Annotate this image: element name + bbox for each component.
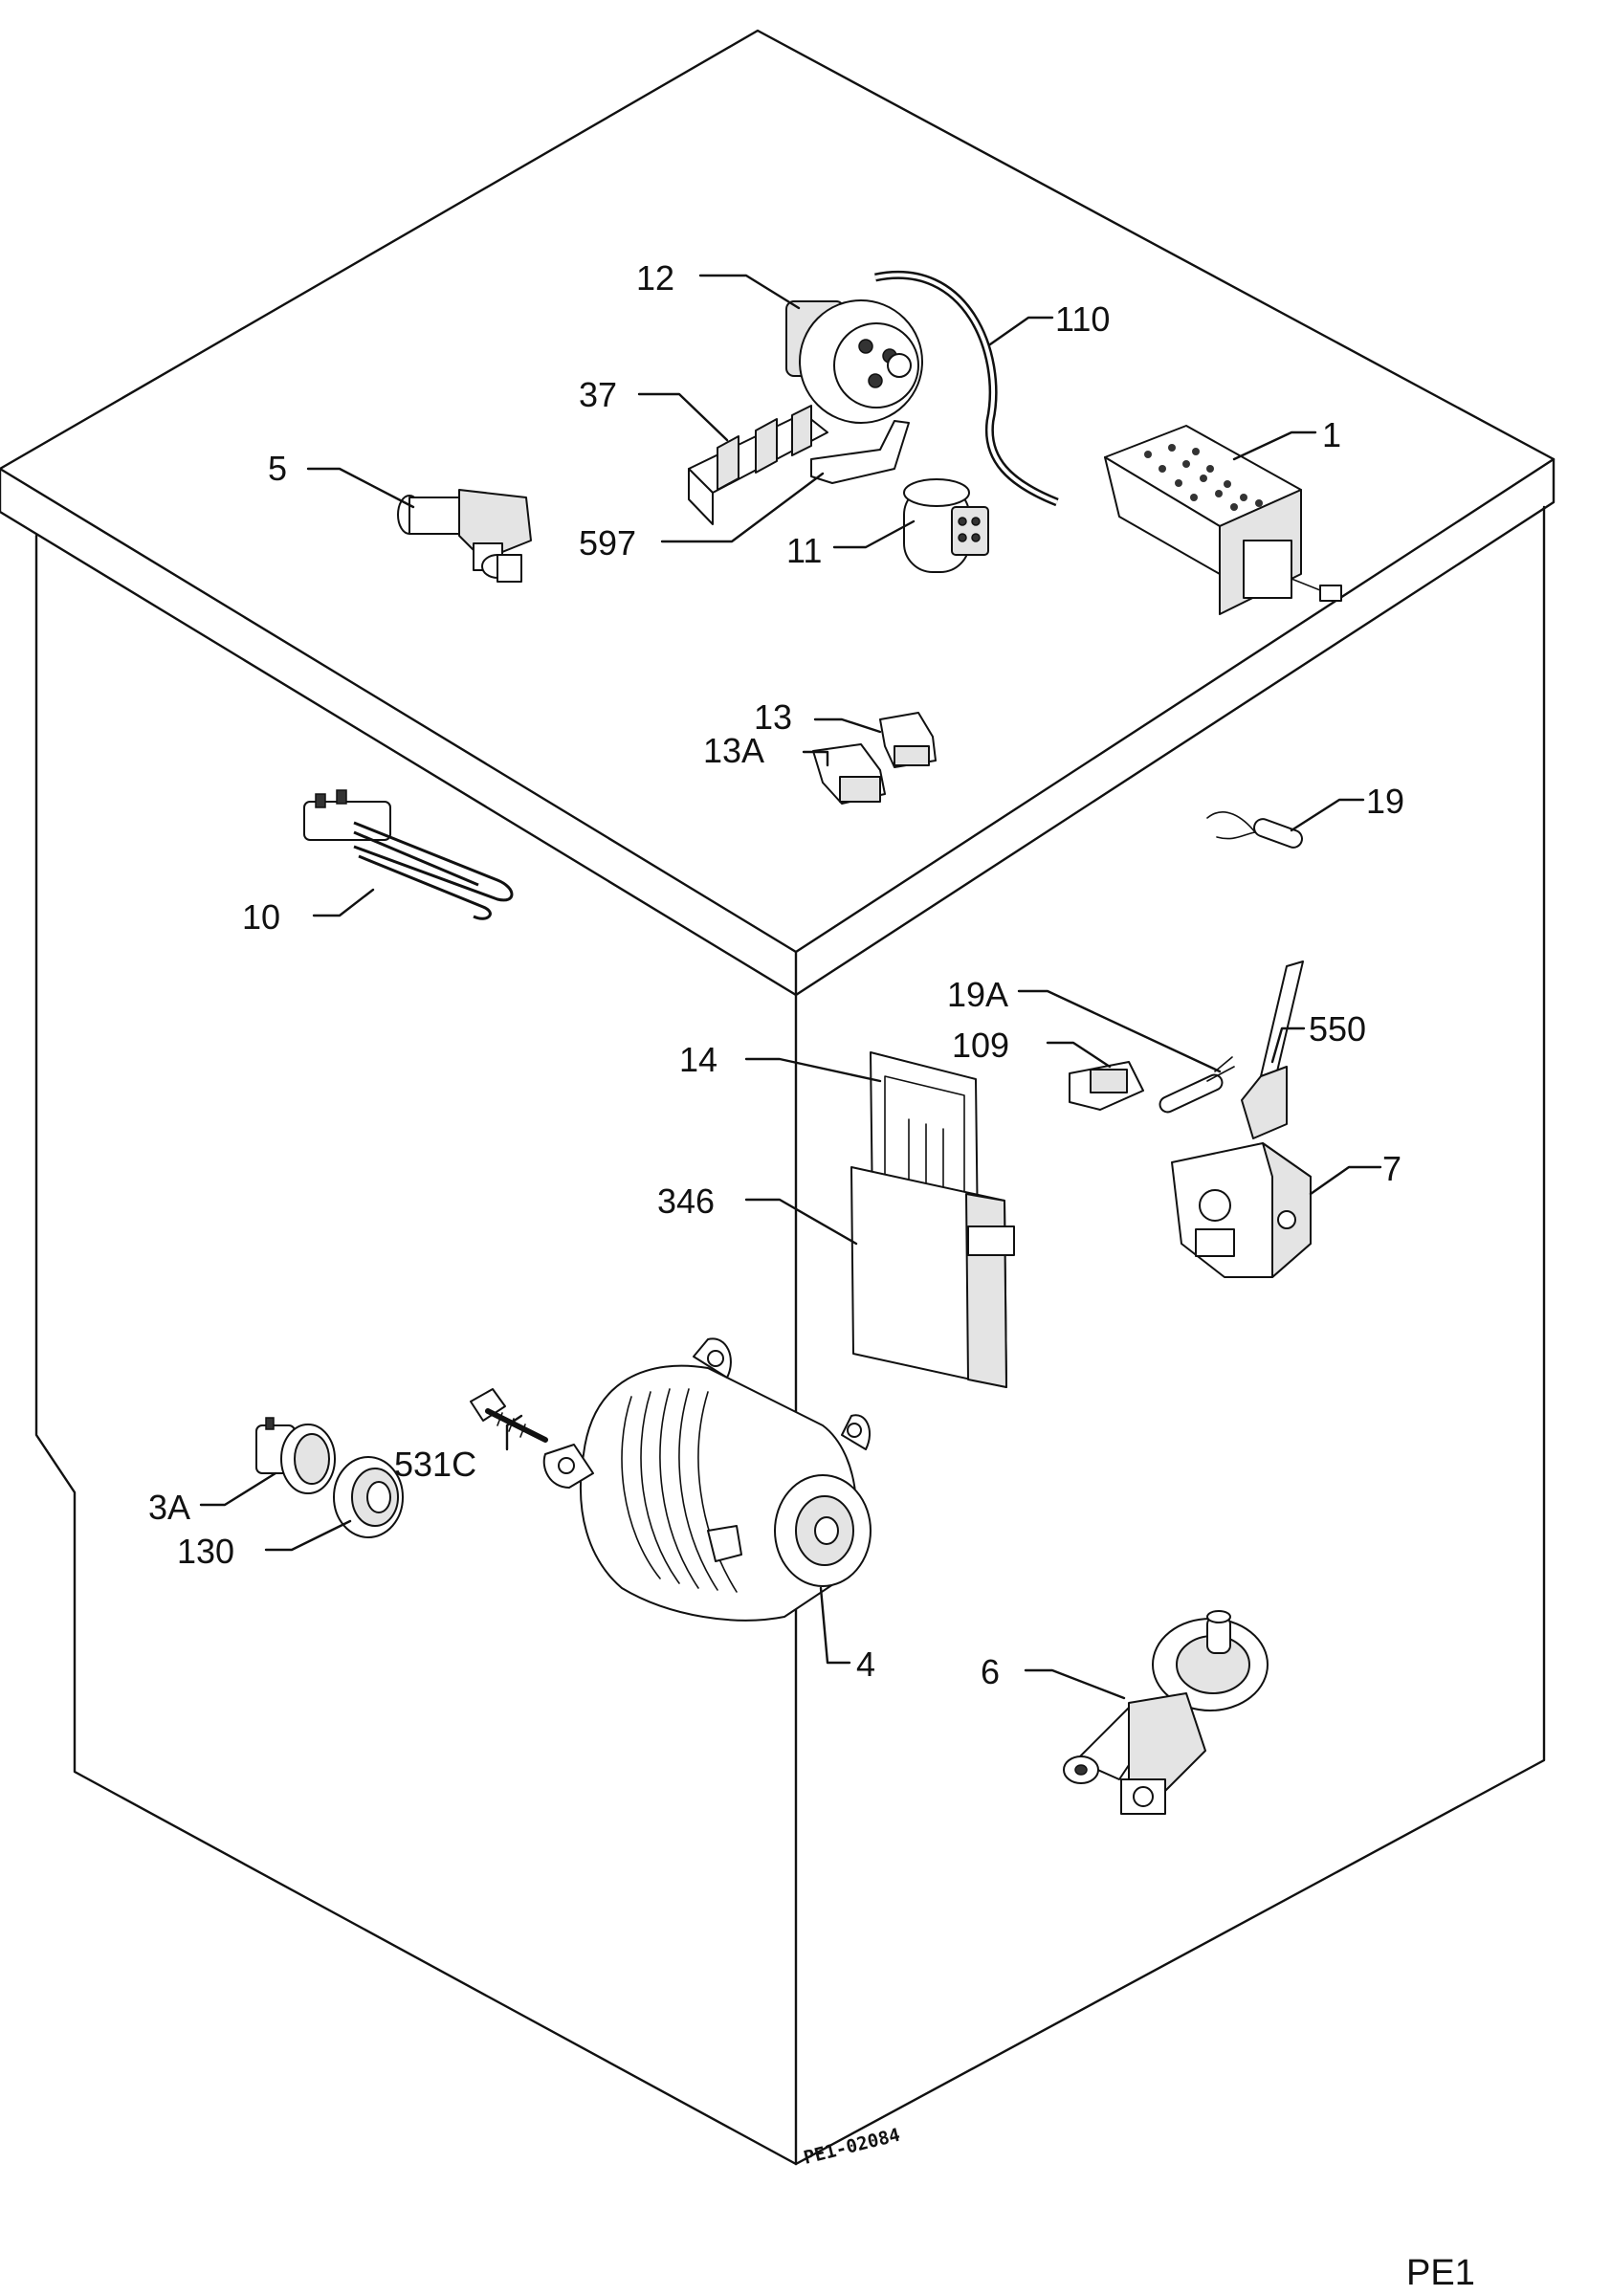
connector-part-13A[interactable] [812, 743, 886, 805]
ring-part-130[interactable] [333, 1456, 404, 1538]
inlet-connector-part-5[interactable] [397, 489, 532, 583]
heating-element-part-10[interactable] [303, 789, 514, 920]
callout-346: 346 [657, 1181, 715, 1221]
page-code: PE1 [1406, 2253, 1475, 2293]
switch-part-3A[interactable] [255, 1417, 336, 1494]
callout-19A: 19A [947, 975, 1008, 1014]
callout-13A: 13A [703, 731, 764, 770]
callout-6: 6 [981, 1652, 1000, 1691]
drain-pump-part-6[interactable] [1063, 1610, 1269, 1815]
capacitor-part-11[interactable] [903, 478, 989, 573]
callout-3A: 3A [148, 1488, 190, 1527]
callout-550: 550 [1309, 1009, 1366, 1049]
filter-box-part-346[interactable] [850, 1166, 1015, 1388]
pressure-switch-part-12[interactable] [785, 299, 923, 424]
clip-part-109[interactable] [1069, 1061, 1144, 1111]
callout-37: 37 [579, 375, 617, 414]
cabinet-outline [0, 29, 1556, 2166]
callout-109: 109 [952, 1026, 1009, 1065]
bracket-part-37[interactable] [688, 405, 828, 525]
callout-labels: 12 110 37 5 1 597 11 13 13A 19 10 19A 55… [148, 258, 1404, 1691]
callout-10: 10 [242, 897, 280, 937]
sensor-part-19A[interactable] [1158, 1056, 1235, 1115]
callout-13: 13 [754, 697, 792, 737]
callout-5: 5 [268, 449, 287, 488]
callout-14: 14 [679, 1040, 717, 1079]
callout-4: 4 [856, 1645, 875, 1684]
sensor-part-19[interactable] [1206, 811, 1305, 850]
callout-531C: 531C [394, 1445, 476, 1484]
screw-part-531C[interactable] [470, 1388, 548, 1443]
callout-19: 19 [1366, 782, 1404, 821]
callout-130: 130 [177, 1532, 234, 1571]
clamp-part-597[interactable] [810, 420, 910, 484]
callout-7: 7 [1382, 1149, 1401, 1188]
tube-part-110-inner [874, 273, 1058, 504]
callout-110: 110 [1055, 299, 1110, 339]
programmer-part-1[interactable] [1104, 425, 1342, 615]
motor-part-4[interactable] [542, 1337, 872, 1622]
connector-part-13[interactable] [879, 712, 937, 768]
drawing-serial-code: PE1-02084 [802, 2125, 902, 2169]
leader-lines [199, 274, 1382, 1700]
callout-11: 11 [786, 531, 822, 570]
door-lock-part-7[interactable] [1171, 1142, 1312, 1278]
callout-1: 1 [1322, 415, 1341, 454]
callout-597: 597 [579, 523, 636, 563]
callout-12: 12 [636, 258, 674, 298]
lever-part-550[interactable] [1241, 960, 1304, 1139]
